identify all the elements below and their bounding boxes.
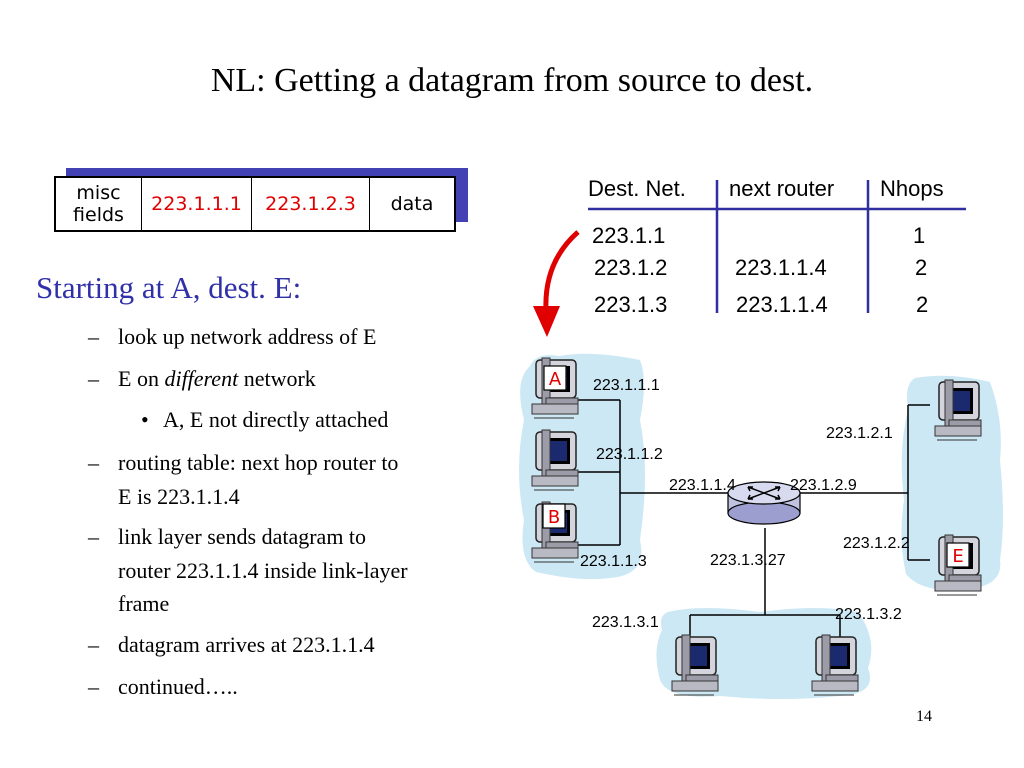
step-item-1: look up network address of E (118, 324, 377, 349)
rt-header-next-router: next router (729, 176, 835, 201)
ip-label: 223.1.3.1 (592, 614, 659, 631)
bullet-dash: – (88, 324, 99, 349)
rt-row-3-next: 223.1.1.4 (736, 292, 828, 317)
steps-heading: Starting at A, dest. E: (36, 270, 302, 305)
router-icon (727, 481, 801, 525)
ip-label: 223.1.2.2 (843, 535, 910, 552)
rt-row-1-hops: 1 (913, 223, 926, 248)
host-icon (531, 429, 579, 491)
rt-row-2-hops: 2 (915, 255, 928, 280)
ip-label: 223.1.2.1 (826, 425, 893, 442)
host-icon (934, 379, 982, 441)
ip-label: 223.1.3.27 (710, 552, 786, 569)
step-item-3-line-1: routing table: next hop router to (118, 450, 399, 475)
step-item-4-line-1: link layer sends datagram to (118, 524, 367, 549)
ip-label: 223.1.3.2 (835, 606, 902, 623)
bullet-dot: • (141, 407, 149, 432)
rt-header-dest-net: Dest. Net. (588, 176, 686, 201)
step-item-6: continued….. (118, 674, 238, 699)
host-b-label: B (548, 507, 560, 528)
ip-label: 223.1.1.4 (669, 477, 736, 494)
step-item-4-line-2: router 223.1.1.4 inside link-layer (118, 558, 408, 583)
ip-label: 223.1.1.3 (580, 553, 647, 570)
host-a-label: A (549, 369, 562, 390)
datagram-misc-fields: misc fields (56, 178, 142, 230)
bullet-dash: – (88, 674, 99, 699)
rt-header-nhops: Nhops (880, 176, 944, 201)
datagram-dest-address: 223.1.2.3 (252, 178, 370, 230)
slide-title: NL: Getting a datagram from source to de… (210, 62, 814, 99)
step-item-5: datagram arrives at 223.1.1.4 (118, 632, 375, 657)
page-number: 14 (916, 708, 932, 725)
ip-label: 223.1.2.9 (790, 477, 857, 494)
ip-label: 223.1.1.1 (593, 377, 660, 394)
datagram-source-address: 223.1.1.1 (142, 178, 252, 230)
bullet-dash: – (88, 632, 99, 657)
bullet-dash: – (88, 524, 99, 549)
host-icon (671, 634, 719, 696)
step-item-3-line-2: E is 223.1.1.4 (118, 484, 240, 509)
step-item-4-line-3: frame (118, 591, 170, 616)
rt-row-1-dest: 223.1.1 (592, 223, 666, 248)
bullet-dash: – (88, 450, 99, 475)
datagram: misc fields 223.1.1.1 223.1.2.3 data (54, 176, 456, 232)
datagram-data: data (390, 193, 434, 215)
rt-row-3-hops: 2 (916, 292, 929, 317)
bullet-dash: – (88, 366, 99, 391)
host-e-label: E (952, 546, 963, 567)
host-icon (811, 634, 859, 696)
ip-label: 223.1.1.2 (596, 446, 663, 463)
rt-row-2-next: 223.1.1.4 (735, 255, 827, 280)
rt-row-2-dest: 223.1.2 (594, 255, 668, 280)
step-item-2: E on different network (118, 366, 316, 391)
step-subitem-1: A, E not directly attached (163, 407, 389, 432)
rt-row-3-dest: 223.1.3 (594, 292, 668, 317)
